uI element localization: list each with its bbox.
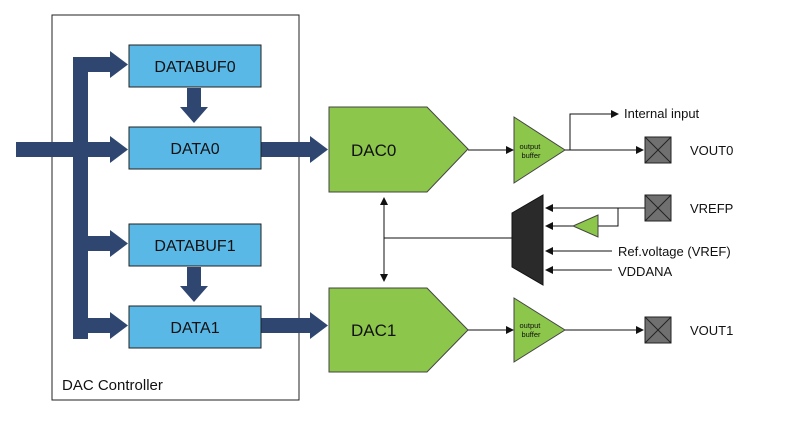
output-buffer-0: output buffer bbox=[513, 116, 566, 184]
databuf0-block: DATABUF0 bbox=[128, 44, 262, 88]
vrefp-label: VREFP bbox=[690, 201, 733, 216]
vref-buffer bbox=[571, 214, 599, 238]
output-buffer-0-label: output buffer bbox=[520, 142, 543, 160]
vout1-pin bbox=[644, 316, 672, 344]
dac-controller-frame bbox=[51, 14, 300, 401]
vddana-label: VDDANA bbox=[618, 264, 673, 279]
dac1-label: DAC1 bbox=[351, 321, 396, 340]
output-buffer-1: output buffer bbox=[513, 297, 566, 363]
data0-label: DATA0 bbox=[170, 141, 219, 158]
databuf1-label: DATABUF1 bbox=[154, 238, 235, 255]
databuf1-block: DATABUF1 bbox=[128, 223, 262, 267]
internal-input-line bbox=[569, 110, 619, 150]
dac1-block: DAC1 bbox=[328, 287, 469, 373]
vref-label: Ref.voltage (VREF) bbox=[618, 244, 731, 259]
dac0-block: DAC0 bbox=[328, 106, 469, 193]
data1-block: DATA1 bbox=[128, 305, 262, 349]
output-buffer-1-label: output buffer bbox=[520, 321, 543, 339]
internal-input-label: Internal input bbox=[624, 106, 700, 121]
data-bus bbox=[16, 51, 328, 339]
dac0-label: DAC0 bbox=[351, 141, 396, 160]
vout1-label: VOUT1 bbox=[690, 323, 733, 338]
databuf0-label: DATABUF0 bbox=[154, 59, 235, 76]
data1-label: DATA1 bbox=[170, 320, 219, 337]
reference-mux bbox=[511, 194, 544, 286]
data0-block: DATA0 bbox=[128, 126, 262, 170]
vrefp-pin bbox=[644, 194, 672, 222]
dac-controller-label: DAC Controller bbox=[62, 377, 163, 394]
vout0-pin bbox=[644, 136, 672, 164]
vrefp-to-buffer-line bbox=[598, 208, 619, 227]
vout0-label: VOUT0 bbox=[690, 143, 733, 158]
